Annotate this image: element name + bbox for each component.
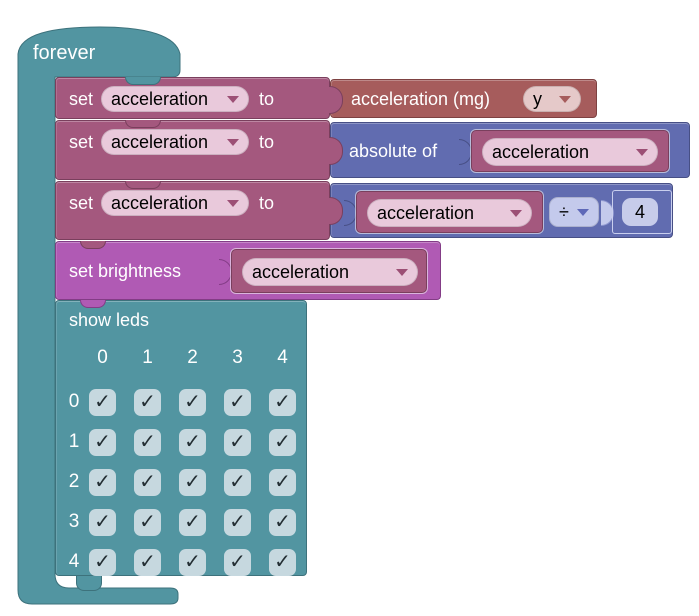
dropdown-arrow-icon (510, 209, 522, 217)
division-block[interactable]: acceleration ÷ 4 (329, 183, 673, 238)
variable-dropdown-value: acceleration (377, 202, 475, 223)
led-col-header: 3 (232, 347, 243, 368)
variable-dropdown[interactable]: acceleration (101, 86, 249, 112)
led-checkbox[interactable]: ✓ (134, 549, 161, 576)
axis-dropdown[interactable]: y (523, 86, 581, 112)
led-checkbox[interactable]: ✓ (269, 389, 296, 416)
led-col-header: 4 (277, 347, 288, 368)
led-row-header: 0 (68, 391, 80, 412)
to-label: to (259, 89, 275, 109)
led-checkbox[interactable]: ✓ (179, 549, 206, 576)
notch-tab (125, 77, 161, 85)
to-label: to (259, 132, 275, 152)
set-brightness-block[interactable]: set brightness acceleration (55, 241, 441, 300)
variable-dropdown-value: acceleration (111, 192, 209, 213)
led-row-header: 3 (68, 511, 80, 532)
led-col-header: 0 (97, 347, 108, 368)
variable-block[interactable]: acceleration (231, 249, 427, 293)
dropdown-arrow-icon (559, 95, 571, 103)
set-label: set (69, 132, 94, 152)
absolute-of-block[interactable]: absolute of acceleration (329, 122, 690, 178)
dropdown-arrow-icon (396, 268, 408, 276)
variable-dropdown[interactable]: acceleration (242, 258, 418, 286)
variable-dropdown-value: acceleration (252, 261, 350, 282)
led-checkbox[interactable]: ✓ (224, 469, 251, 496)
bottom-tab (76, 576, 102, 591)
notch-tab (80, 241, 106, 249)
set-brightness-label: set brightness (69, 261, 182, 281)
socket-knob (329, 86, 343, 114)
variable-dropdown[interactable]: acceleration (101, 190, 249, 216)
led-checkbox[interactable]: ✓ (269, 549, 296, 576)
dropdown-arrow-icon (636, 148, 648, 156)
forever-label: forever (33, 42, 96, 64)
variable-dropdown-value: acceleration (111, 88, 209, 109)
variable-dropdown[interactable]: acceleration (101, 129, 249, 155)
number-input[interactable]: 4 (622, 198, 658, 226)
led-checkbox[interactable]: ✓ (179, 429, 206, 456)
absolute-of-label: absolute of (349, 141, 438, 161)
led-checkbox[interactable]: ✓ (224, 509, 251, 536)
led-checkbox[interactable]: ✓ (134, 429, 161, 456)
led-checkbox[interactable]: ✓ (89, 389, 116, 416)
led-checkbox[interactable]: ✓ (89, 509, 116, 536)
variable-dropdown[interactable]: acceleration (482, 138, 658, 166)
set-label: set (69, 193, 94, 213)
show-leds-label: show leds (69, 310, 150, 330)
led-checkbox[interactable]: ✓ (134, 509, 161, 536)
variable-dropdown[interactable]: acceleration (367, 199, 532, 227)
dropdown-arrow-icon (577, 208, 589, 216)
set-variable-block-3[interactable]: set acceleration to (55, 181, 330, 240)
socket-knob (329, 197, 343, 225)
led-checkbox[interactable]: ✓ (224, 549, 251, 576)
led-row-header: 2 (68, 471, 80, 492)
socket-knob (329, 137, 343, 165)
led-col-header: 1 (142, 347, 153, 368)
dropdown-arrow-icon (227, 138, 239, 146)
led-checkbox[interactable]: ✓ (134, 469, 161, 496)
led-checkbox[interactable]: ✓ (224, 429, 251, 456)
led-checkbox[interactable]: ✓ (269, 469, 296, 496)
to-label: to (259, 193, 275, 213)
variable-block[interactable]: acceleration (471, 130, 669, 172)
led-checkbox[interactable]: ✓ (179, 509, 206, 536)
number-socket (612, 190, 672, 234)
led-checkbox[interactable]: ✓ (269, 429, 296, 456)
dropdown-arrow-icon (227, 95, 239, 103)
show-leds-block[interactable]: show leds 0 1 2 3 4 0 ✓ ✓ ✓ ✓ ✓ 1 ✓ ✓ ✓ ✓ ✓ 2 ✓ ✓ ✓ ✓ ✓ 3 ✓ ✓ ✓ ✓ ✓ 4… (55, 300, 307, 591)
set-variable-block-1[interactable]: set acceleration to (55, 77, 330, 119)
acceleration-mg-label: acceleration (mg) (351, 89, 491, 109)
led-row-header: 1 (68, 431, 80, 452)
led-checkbox[interactable]: ✓ (89, 549, 116, 576)
led-row-header: 4 (68, 551, 80, 572)
led-checkbox[interactable]: ✓ (89, 469, 116, 496)
notch-tab (125, 181, 161, 189)
led-col-header: 2 (187, 347, 198, 368)
set-label: set (69, 89, 94, 109)
led-checkbox[interactable]: ✓ (179, 469, 206, 496)
dropdown-arrow-icon (227, 199, 239, 207)
operator-dropdown[interactable]: ÷ (549, 197, 599, 227)
led-checkbox[interactable]: ✓ (134, 389, 161, 416)
led-checkbox[interactable]: ✓ (269, 509, 296, 536)
variable-dropdown-value: acceleration (492, 141, 590, 162)
led-checkbox[interactable]: ✓ (89, 429, 116, 456)
operator-dropdown-value: ÷ (559, 201, 569, 222)
led-checkbox[interactable]: ✓ (224, 389, 251, 416)
variable-block[interactable]: acceleration (356, 191, 543, 233)
led-checkbox[interactable]: ✓ (179, 389, 206, 416)
axis-dropdown-value: y (533, 88, 542, 109)
variable-dropdown-value: acceleration (111, 131, 209, 152)
set-variable-block-2[interactable]: set acceleration to (55, 120, 330, 180)
notch-tab (125, 120, 161, 128)
acceleration-mg-block[interactable]: acceleration (mg) y (329, 79, 597, 118)
